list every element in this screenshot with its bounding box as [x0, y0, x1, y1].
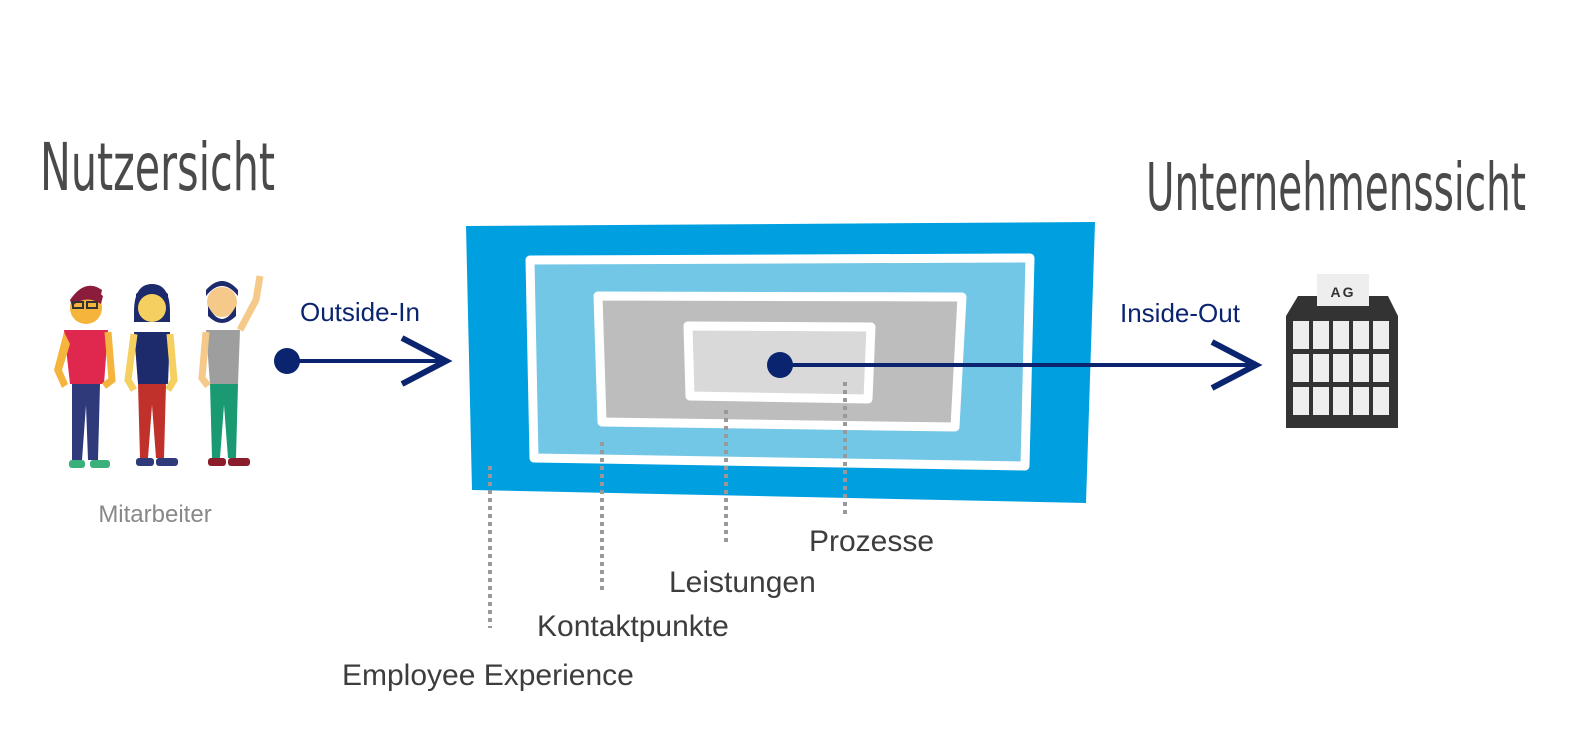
person-icon [198, 275, 264, 466]
building-sign: AG [1331, 284, 1356, 300]
label-kontaktpunkte: Kontaktpunkte [537, 610, 729, 643]
label-inside-out: Inside-Out [1120, 298, 1241, 328]
title-unternehmenssicht: Unternehmenssicht [1146, 149, 1526, 226]
inside-out-arrow [767, 339, 1263, 391]
person-icon [124, 284, 178, 466]
person-icon [54, 285, 116, 468]
outside-in-arrow [274, 335, 453, 387]
people-caption: Mitarbeiter [98, 501, 211, 528]
building-icon [1286, 274, 1398, 428]
people-illustration [54, 275, 264, 468]
label-leistungen: Leistungen [669, 566, 816, 599]
label-outside-in: Outside-In [300, 297, 420, 327]
title-nutzersicht: Nutzersicht [40, 129, 275, 206]
label-employee-experience: Employee Experience [342, 659, 634, 692]
label-prozesse: Prozesse [809, 525, 934, 558]
